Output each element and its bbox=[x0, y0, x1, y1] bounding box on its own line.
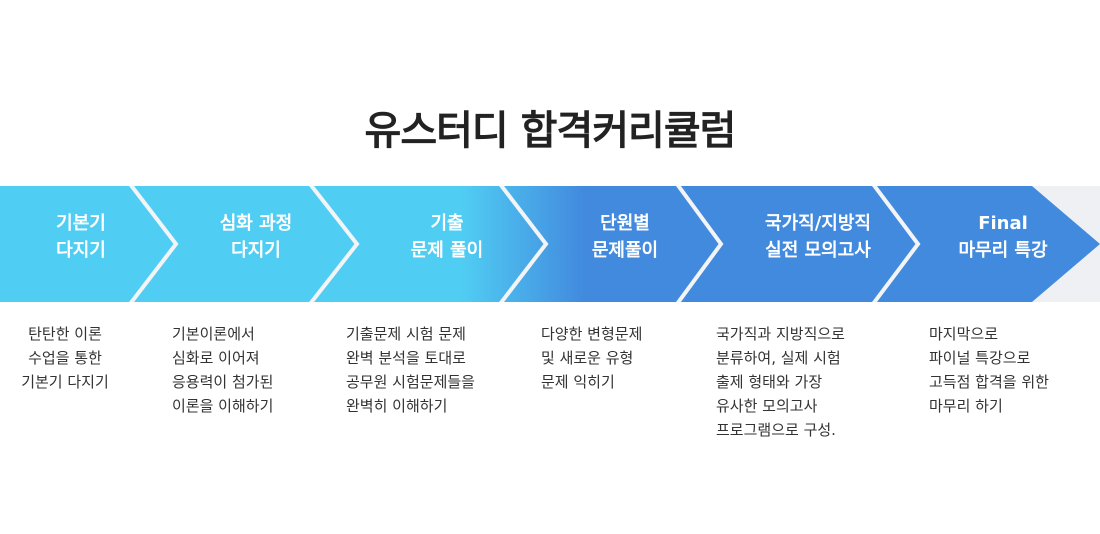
step-5-description: 국가직과 지방직으로 분류하여, 실제 시험 출제 형태와 가장 유사한 모의고… bbox=[716, 325, 845, 439]
step-title: 기본기 bbox=[56, 213, 106, 234]
page-title: 유스터디 합격커리큘럼 bbox=[364, 108, 737, 154]
step-subtitle: 문제풀이 bbox=[591, 240, 659, 261]
step-6: Final 마무리 특강 bbox=[918, 210, 1088, 264]
separator-1 bbox=[129, 186, 179, 302]
step-title: 기출 bbox=[430, 213, 464, 234]
step-subtitle: 다지기 bbox=[56, 240, 106, 261]
step-6-description: 마지막으로 파이널 특강으로 고득점 합격을 위한 마무리 하기 bbox=[929, 325, 1049, 415]
step-subtitle: 마무리 특강 bbox=[958, 240, 1048, 261]
step-3-description: 기출문제 시험 문제 완벽 분석을 토대로 공무원 시험문제들을 완벽히 이해하… bbox=[346, 325, 475, 415]
separator-5 bbox=[872, 186, 921, 302]
step-1-description: 탄탄한 이론 수업을 통한 기본기 다지기 bbox=[21, 325, 109, 391]
separator-4 bbox=[675, 186, 724, 302]
step-title: Final bbox=[978, 213, 1028, 234]
curriculum-arrow-band bbox=[0, 186, 1100, 302]
separator-3 bbox=[499, 186, 549, 302]
step-2-description: 기본이론에서 심화로 이어져 응용력이 첨가된 이론을 이해하기 bbox=[172, 325, 274, 415]
step-title: 단원별 bbox=[600, 213, 650, 234]
step-4-description: 다양한 변형문제 및 새로운 유형 문제 익히기 bbox=[541, 325, 643, 391]
step-subtitle: 다지기 bbox=[231, 240, 281, 261]
step-subtitle: 실전 모의고사 bbox=[765, 240, 871, 261]
arrow-fill bbox=[0, 186, 1100, 302]
step-title: 심화 과정 bbox=[219, 213, 293, 234]
separator-2 bbox=[309, 186, 360, 302]
step-subtitle: 문제 풀이 bbox=[410, 240, 484, 261]
step-title: 국가직/지방직 bbox=[765, 213, 871, 234]
